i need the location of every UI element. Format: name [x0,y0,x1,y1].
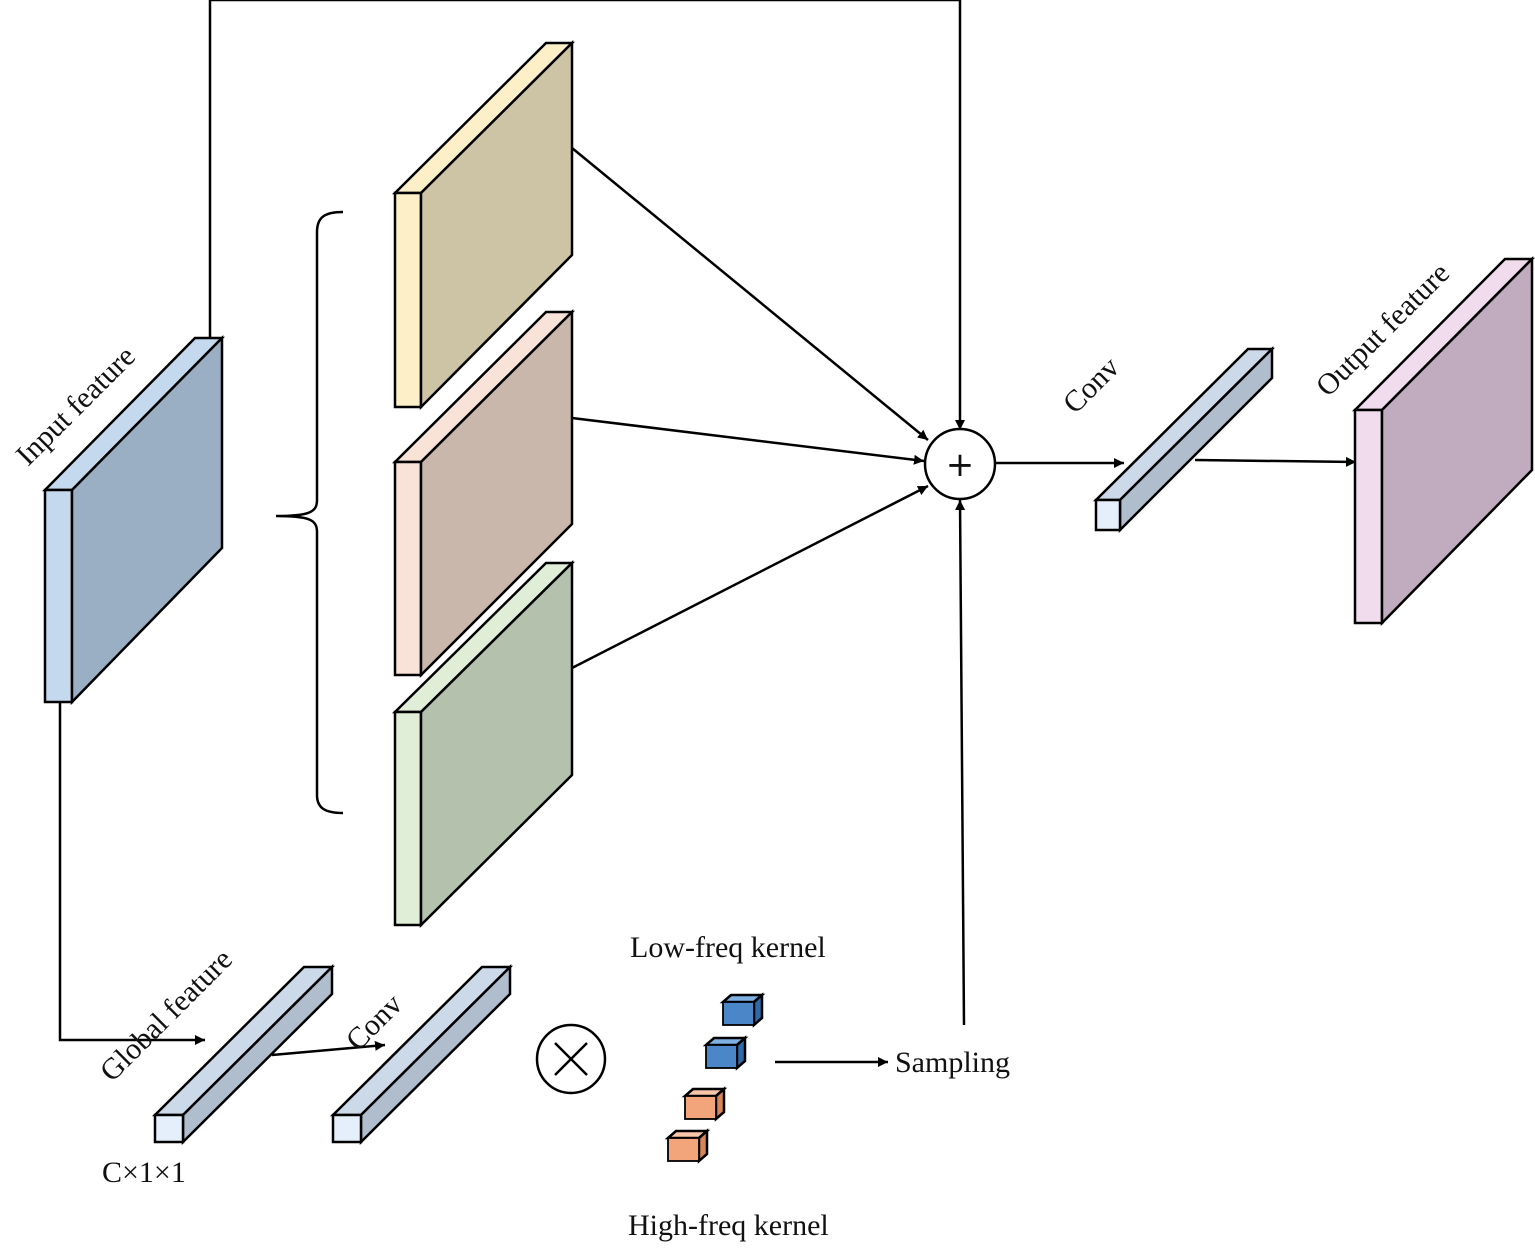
low-freq-kernel-cube [719,992,766,1028]
branch-bracket [275,210,344,815]
skip-connection-line [208,0,965,430]
low-freq-kernel-cube [702,1035,749,1071]
output-feature-side [1353,408,1384,625]
top-conv-bar [1092,345,1276,534]
conv-to-output-arrow [1194,456,1357,467]
yellow-feature-map [391,39,576,411]
high-freq-kernel-cube [681,1086,728,1122]
top-conv-front [1094,498,1122,532]
input-feature-side [43,488,74,704]
multiply-circle-icon [535,1023,607,1095]
top-conv-side [1118,345,1274,534]
sampling-label: Sampling [895,1046,1010,1079]
output-feature-block [1351,255,1535,627]
yellow-feature-side [393,191,423,409]
dims-label: C×1×1 [102,1156,186,1189]
plus-symbol: + [946,445,975,485]
output-feature-face [1380,255,1534,627]
yellow-to-sum-arrow [571,147,929,441]
green-feature-side [393,710,423,927]
pink-feature-side [393,460,423,677]
input-feature-block [42,334,225,706]
pink-feature-map [391,308,576,679]
pink-feature-face [419,308,574,679]
low-freq-kernel-label: Low-freq kernel [630,931,826,964]
high-freq-kernel-label: High-freq kernel [628,1209,829,1242]
pink-to-sum-arrow [571,416,925,465]
global-feature-front [153,1113,185,1144]
green-feature-map [391,560,576,929]
global-feature-bar [151,963,336,1146]
plus-circle-icon: + [923,427,997,501]
input-feature-face [70,334,224,706]
bottom-conv-front [331,1113,363,1144]
global-branch-line [58,700,205,1045]
sampling-to-sum-arrow [955,499,966,1026]
yellow-feature-face [419,39,574,411]
bottom-conv-bar [329,963,514,1146]
top-conv-label: Conv [1057,351,1126,420]
global-to-conv-arrow [271,1040,386,1057]
green-to-sum-arrow [571,484,929,670]
green-feature-face [419,560,574,929]
high-freq-kernel-cube [664,1128,711,1164]
